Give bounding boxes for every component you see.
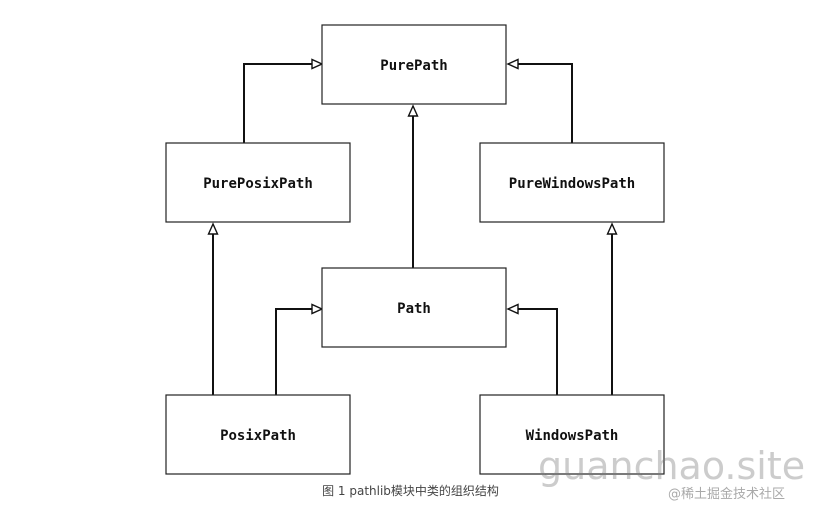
arrow-head-windowspath-to-path bbox=[506, 303, 519, 315]
node-posixpath-label: PosixPath bbox=[220, 428, 296, 444]
arrow-head-purewindowspath-to-purepath bbox=[506, 58, 519, 70]
node-purewindowspath: PureWindowsPath bbox=[479, 142, 665, 223]
edge-posixpath-to-path bbox=[275, 308, 316, 395]
node-purepath-label: PurePath bbox=[380, 58, 447, 74]
node-purepath: PurePath bbox=[321, 24, 507, 105]
edge-pureposixpath-to-purepath bbox=[243, 63, 316, 143]
watermark-site: guanchao.site bbox=[538, 444, 806, 488]
node-windowspath-label: WindowsPath bbox=[526, 428, 619, 444]
edge-purewindowspath-to-purepath bbox=[514, 63, 573, 143]
arrow-head-windowspath-to-purewindowspath bbox=[606, 222, 618, 235]
node-posixpath-box bbox=[165, 394, 351, 475]
node-pureposixpath: PurePosixPath bbox=[165, 142, 351, 223]
node-path-label: Path bbox=[397, 301, 431, 317]
node-pureposixpath-box bbox=[165, 142, 351, 223]
arrow-head-path-to-purepath bbox=[407, 104, 419, 117]
arrow-head-posixpath-to-pureposixpath bbox=[207, 222, 219, 235]
edges bbox=[207, 58, 618, 395]
edge-windowspath-to-path bbox=[514, 308, 558, 395]
node-purewindowspath-box bbox=[479, 142, 665, 223]
node-windowspath-box bbox=[479, 394, 665, 475]
node-path: Path bbox=[321, 267, 507, 348]
node-purepath-box bbox=[321, 24, 507, 105]
figure-caption: 图 1 pathlib模块中类的组织结构 bbox=[322, 484, 499, 498]
node-purewindowspath-label: PureWindowsPath bbox=[509, 176, 635, 192]
arrow-head-posixpath-to-path bbox=[311, 303, 324, 315]
arrow-head-pureposixpath-to-purepath bbox=[311, 58, 324, 70]
node-posixpath: PosixPath bbox=[165, 394, 351, 475]
node-windowspath: WindowsPath bbox=[479, 394, 665, 475]
node-path-box bbox=[321, 267, 507, 348]
watermark-community: @稀土掘金技术社区 bbox=[668, 487, 786, 502]
node-pureposixpath-label: PurePosixPath bbox=[203, 176, 313, 192]
